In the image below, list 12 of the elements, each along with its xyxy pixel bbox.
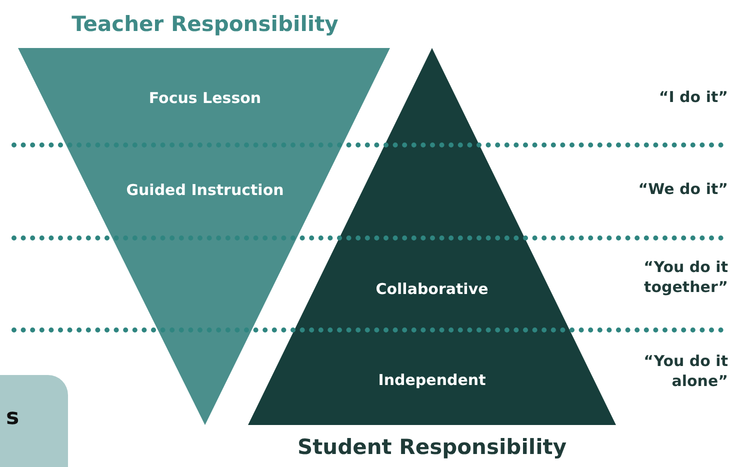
quote-label: “You do it alone” <box>642 352 728 391</box>
label: Focus Lesson <box>148 89 262 107</box>
quote-label: “We do it” <box>637 180 728 200</box>
label: s <box>6 405 20 430</box>
quote-label: “I do it” <box>658 88 728 108</box>
label: Collaborative <box>376 280 488 298</box>
label: Independent <box>378 371 486 389</box>
heading: Teacher Responsibility <box>72 12 338 36</box>
label: Guided Instruction <box>126 181 284 199</box>
quote-label: “You do it together” <box>642 258 728 297</box>
rounded-panel <box>0 375 68 467</box>
heading: Student Responsibility <box>297 435 567 459</box>
